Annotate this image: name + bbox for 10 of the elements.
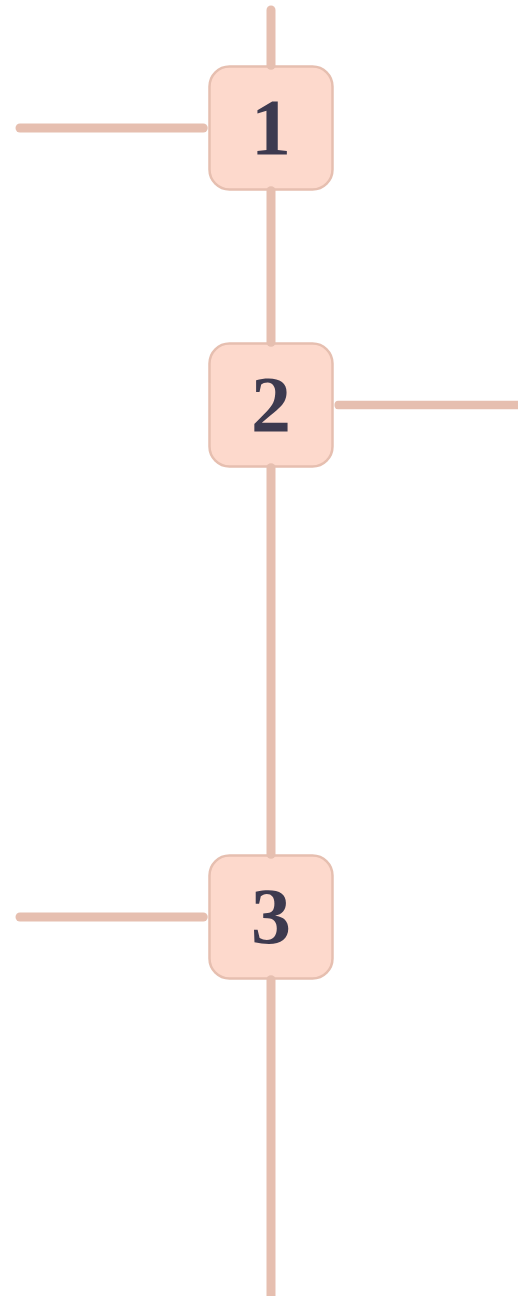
connector-line bbox=[266, 5, 276, 70]
step-box: 2 bbox=[208, 342, 334, 468]
step-box: 1 bbox=[208, 65, 334, 191]
connector-line bbox=[266, 975, 276, 1296]
connector-line bbox=[334, 400, 518, 410]
step-box: 3 bbox=[208, 854, 334, 980]
connector-line bbox=[266, 186, 276, 347]
connector-line bbox=[15, 912, 208, 922]
connector-line bbox=[266, 463, 276, 859]
connector-line bbox=[15, 123, 208, 133]
